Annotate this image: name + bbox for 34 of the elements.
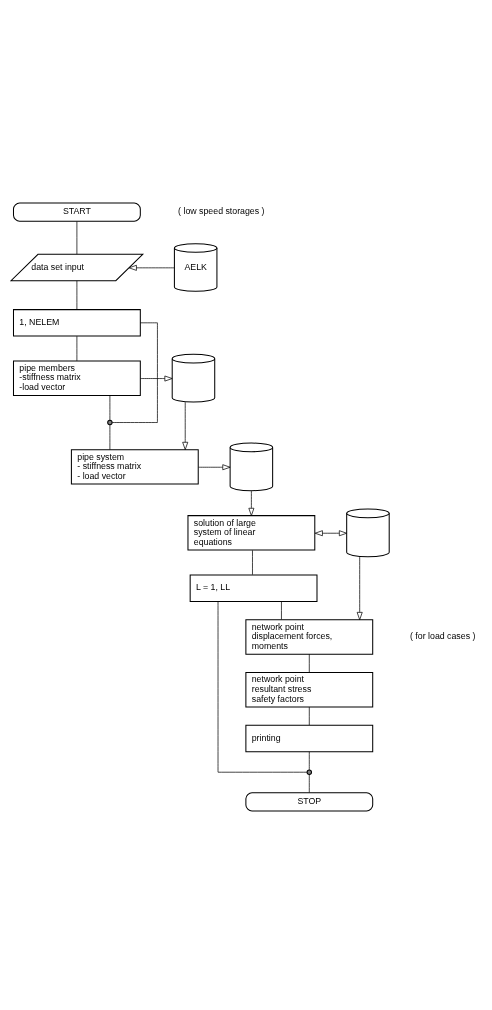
connector xyxy=(308,751,310,771)
connector xyxy=(308,653,310,673)
node-box: pipe members -stiffness matrix -load vector xyxy=(12,360,141,396)
arrow xyxy=(314,530,347,537)
connector xyxy=(76,280,78,310)
node-box: pipe system - stiffness matrix - load vector xyxy=(70,449,199,485)
arrow xyxy=(356,556,363,621)
arrow xyxy=(140,375,173,382)
label: ( low speed storages ) xyxy=(178,206,265,217)
arrow xyxy=(182,401,189,450)
node-box: solution of large system of linear equations xyxy=(187,515,316,551)
connector xyxy=(111,322,158,423)
connector xyxy=(281,601,282,620)
arrow xyxy=(248,490,255,516)
node-box: L = 1, LL xyxy=(189,574,318,602)
label: ( for load cases ) xyxy=(410,631,476,642)
arrow xyxy=(128,264,175,271)
node-circle xyxy=(107,419,113,426)
arrow xyxy=(198,464,231,471)
node-circle xyxy=(306,769,312,775)
node-box: network point resultant stress safety factors xyxy=(245,672,374,708)
connector xyxy=(217,601,308,773)
connector xyxy=(308,706,310,726)
node-box: STOP xyxy=(245,792,374,812)
connector xyxy=(109,395,111,421)
connector xyxy=(109,424,111,450)
connector xyxy=(76,221,78,255)
node-box: 1, NELEM xyxy=(12,309,141,337)
node-box: START xyxy=(12,202,141,222)
connector xyxy=(76,335,78,362)
node-box: network point displacement forces, moments xyxy=(245,619,374,655)
connector xyxy=(252,550,253,576)
node-box: printing xyxy=(245,724,374,753)
connector xyxy=(308,774,310,793)
